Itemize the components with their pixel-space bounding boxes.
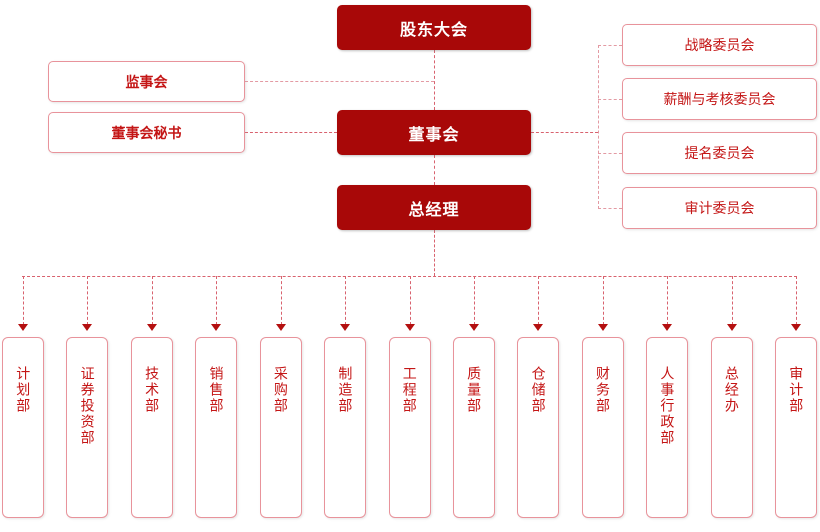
connector-supervisory-board — [245, 81, 434, 82]
arrow-down-icon — [82, 324, 93, 331]
connector-board-secretary — [245, 132, 337, 133]
node-label: 董事会 — [408, 126, 460, 144]
node-nomination-committee[interactable]: 提名委员会 — [622, 132, 817, 174]
connector-committee-stub-3 — [598, 153, 622, 154]
node-label: 总经办 — [723, 366, 740, 414]
connector-department-drop — [87, 276, 89, 325]
connector-committee-stub-1 — [598, 45, 622, 46]
node-department-7[interactable]: 工程部 — [388, 337, 431, 518]
node-department-6[interactable]: 制造部 — [324, 337, 367, 518]
connector-department-drop — [280, 276, 282, 325]
node-label: 战略委员会 — [684, 37, 755, 53]
node-department-3[interactable]: 技术部 — [130, 337, 173, 518]
node-department-5[interactable]: 采购部 — [259, 337, 302, 518]
node-label: 财务部 — [595, 366, 611, 414]
connector-department-drop — [409, 276, 411, 325]
node-label: 人事行政部 — [659, 366, 676, 446]
connector-board-to-gm — [434, 155, 435, 185]
node-label: 薪酬与考核委员会 — [663, 91, 776, 107]
node-department-8[interactable]: 质量部 — [452, 337, 495, 518]
node-label: 仓储部 — [530, 366, 547, 414]
connector-department-drop — [602, 276, 604, 325]
connector-department-drop — [667, 276, 669, 325]
node-department-13[interactable]: 审计部 — [775, 337, 817, 518]
node-board-of-directors[interactable]: 董事会 — [337, 110, 531, 155]
node-shareholders-meeting[interactable]: 股东大会 — [337, 5, 531, 50]
node-label: 监事会 — [125, 73, 168, 90]
node-board-secretary[interactable]: 董事会秘书 — [48, 112, 245, 153]
node-label: 制造部 — [337, 366, 354, 414]
node-department-4[interactable]: 销售部 — [195, 337, 238, 518]
connector-department-drop — [731, 276, 733, 325]
node-label: 提名委员会 — [684, 145, 755, 161]
connector-committee-stub-4 — [598, 208, 622, 209]
connector-committee-spine — [598, 45, 599, 209]
connector-department-drop — [796, 276, 797, 325]
node-label: 销售部 — [208, 366, 225, 414]
arrow-down-icon — [597, 324, 608, 331]
node-label: 审计委员会 — [684, 200, 755, 216]
node-label: 采购部 — [272, 366, 289, 414]
node-department-2[interactable]: 证券投资部 — [66, 337, 109, 518]
arrow-down-icon — [791, 324, 801, 331]
connector-shareholders-to-board — [434, 50, 435, 110]
node-label: 总经理 — [408, 201, 460, 219]
arrow-down-icon — [662, 324, 673, 331]
arrow-down-icon — [18, 324, 28, 331]
node-general-manager[interactable]: 总经理 — [337, 185, 531, 230]
arrow-down-icon — [404, 324, 415, 331]
arrow-down-icon — [726, 324, 737, 331]
arrow-down-icon — [468, 324, 479, 331]
connector-department-drop — [216, 276, 218, 325]
node-strategy-committee[interactable]: 战略委员会 — [622, 24, 817, 66]
node-department-9[interactable]: 仓储部 — [517, 337, 560, 518]
arrow-down-icon — [533, 324, 544, 331]
connector-committee-stub-2 — [598, 99, 622, 100]
node-label: 董事会秘书 — [111, 124, 182, 141]
connector-board-to-committees — [531, 132, 598, 133]
node-remuneration-appraisal-committee[interactable]: 薪酬与考核委员会 — [622, 78, 817, 120]
node-department-10[interactable]: 财务部 — [581, 337, 624, 518]
arrow-down-icon — [211, 324, 222, 331]
node-label: 计划部 — [15, 366, 32, 414]
node-department-11[interactable]: 人事行政部 — [646, 337, 689, 518]
node-label: 证券投资部 — [79, 366, 96, 446]
node-label: 技术部 — [144, 366, 161, 414]
node-supervisory-board[interactable]: 监事会 — [48, 61, 245, 102]
connector-department-drop — [151, 276, 153, 325]
connector-department-drop — [23, 276, 24, 325]
arrow-down-icon — [275, 324, 286, 331]
node-department-1[interactable]: 计划部 — [2, 337, 44, 518]
arrow-down-icon — [340, 324, 351, 331]
node-label: 质量部 — [466, 366, 483, 414]
node-department-12[interactable]: 总经办 — [710, 337, 753, 518]
connector-department-drop — [538, 276, 540, 325]
node-label: 审计部 — [788, 366, 805, 414]
connector-department-drop — [345, 276, 347, 325]
node-audit-committee[interactable]: 审计委员会 — [622, 187, 817, 229]
connector-gm-to-bus — [434, 230, 435, 276]
node-label: 股东大会 — [399, 21, 468, 39]
node-label: 工程部 — [401, 366, 418, 414]
connector-department-drop — [473, 276, 475, 325]
arrow-down-icon — [146, 324, 157, 331]
